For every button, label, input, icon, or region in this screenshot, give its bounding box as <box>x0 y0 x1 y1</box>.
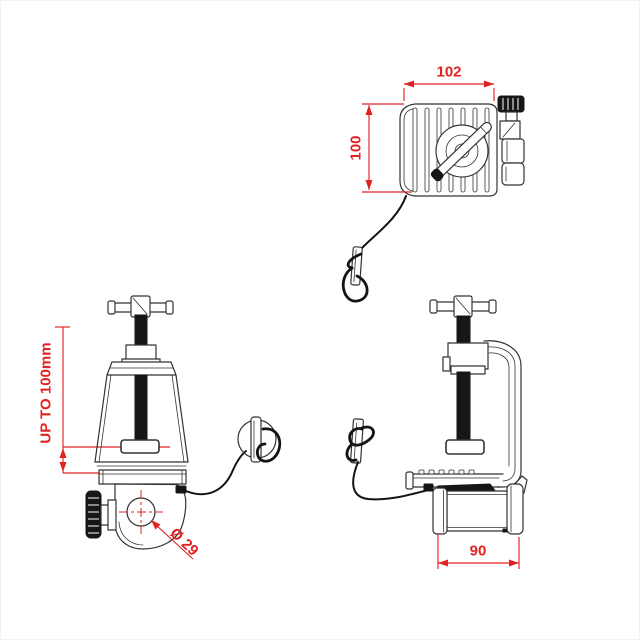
top-view <box>341 95 525 303</box>
clamp-knob-top <box>497 95 525 186</box>
side-view <box>345 295 528 535</box>
dim-top-width-label: 102 <box>436 63 462 81</box>
dim-top-depth-label: 100 <box>347 135 365 161</box>
dim-base-length-label: 90 <box>469 542 487 560</box>
wing-handle <box>430 121 492 182</box>
dimension-overlay <box>55 80 520 569</box>
front-view <box>85 295 282 550</box>
dim-clamp-opening-label: UP TO 100mm <box>37 342 55 444</box>
